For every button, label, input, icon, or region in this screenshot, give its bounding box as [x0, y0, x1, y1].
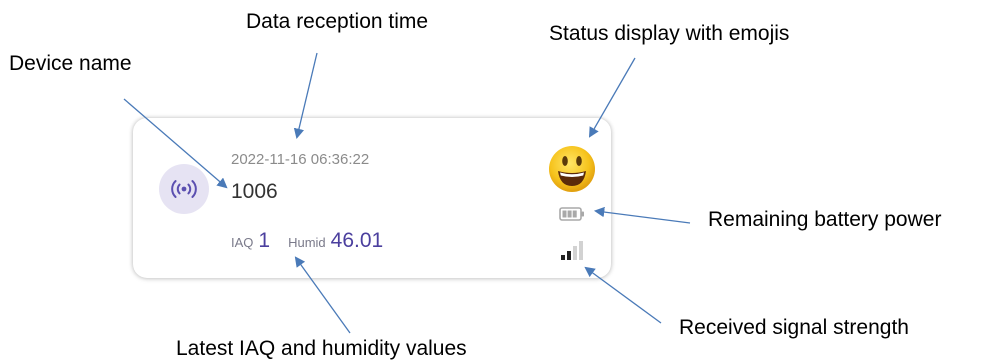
callout-device-name: Device name	[9, 52, 132, 75]
callout-data-reception-time: Data reception time	[246, 10, 429, 33]
device-name: 1006	[231, 180, 278, 203]
latest-values: IAQ 1 Humid 46.01	[231, 229, 383, 253]
humid-label: Humid	[288, 235, 326, 250]
iaq-value: 1	[258, 229, 271, 252]
smiling-face-emoji-icon	[549, 146, 595, 192]
reception-timestamp: 2022-11-16 06:36:22	[231, 151, 370, 168]
battery-icon	[559, 207, 584, 221]
callout-battery: Remaining battery power	[708, 208, 942, 231]
callout-status-display: Status display with emojis	[549, 22, 790, 45]
humid-value: 46.01	[330, 229, 384, 252]
callout-signal: Received signal strength	[679, 316, 909, 339]
device-card[interactable]: 2022-11-16 06:36:22 1006 IAQ 1 Humid 46.…	[133, 118, 611, 278]
iaq-label: IAQ	[231, 235, 254, 250]
wireless-sensor-icon	[171, 180, 197, 198]
device-avatar	[159, 164, 209, 214]
callout-latest-values: Latest IAQ and humidity values	[176, 337, 467, 360]
signal-strength-icon	[561, 241, 583, 260]
